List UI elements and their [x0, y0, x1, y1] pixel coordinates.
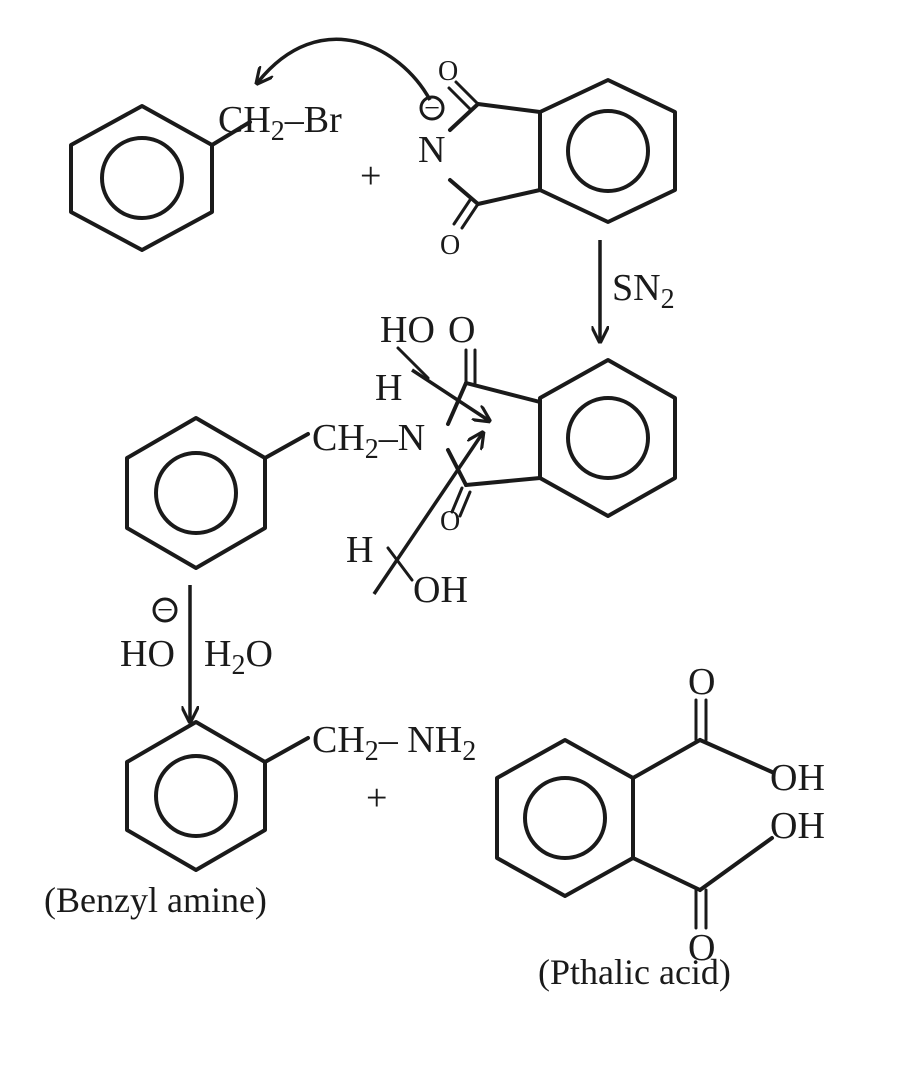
ch2n-label: CH2–N — [312, 417, 425, 465]
benzene-ring-5 — [125, 720, 267, 872]
phthalic-acid: O OH OH O (Pthalic acid) — [495, 661, 825, 992]
plus-sign-2: + — [366, 777, 387, 819]
hydroxide-charge-sign: − — [157, 595, 173, 626]
bond-n-c3 — [446, 381, 468, 426]
ch2nh2-label: CH2– NH2 — [312, 719, 476, 767]
bond-c3-ring — [464, 381, 542, 404]
hydroxide-charge-circle — [152, 597, 178, 623]
bond-n-c4 — [446, 448, 468, 487]
bond-c1-ring — [476, 102, 542, 114]
benzene-ring-1 — [69, 104, 214, 252]
bond-h-o-top — [396, 346, 430, 380]
ho-top-label: HO — [380, 309, 435, 351]
phthalic-acid-label: (Pthalic acid) — [538, 952, 731, 992]
carbonyl-bottom-1 — [460, 202, 480, 230]
bond-ring-cooh-bottom — [631, 856, 702, 892]
h-top-label: H — [375, 367, 402, 409]
carbonyl-bottom-3a — [450, 486, 464, 514]
bond-ring-cooh-top — [631, 738, 702, 780]
bond-c-oh-bottom — [698, 836, 774, 892]
bond-ring-ch2-3 — [263, 432, 310, 460]
ch2br-label: CH2–Br — [218, 99, 342, 147]
attack-arrow-bottom — [372, 434, 482, 595]
bond-n-c2 — [448, 178, 480, 206]
bond-n-c1 — [448, 102, 480, 132]
phthalimide-anion: N − O O — [418, 56, 677, 261]
negative-charge-sign: − — [424, 93, 440, 124]
oxygen-bottom-1: O — [440, 230, 460, 261]
aromatic-circle-4 — [566, 396, 650, 480]
bond-ring-ch2-1 — [210, 120, 252, 147]
aromatic-circle-3 — [154, 451, 238, 535]
benzene-ring-2 — [538, 78, 677, 224]
acid-o-bottom: O — [688, 927, 715, 969]
negative-charge-circle — [419, 95, 445, 121]
sn2-label: SN2 — [612, 267, 675, 315]
carbonyl-top-1 — [454, 80, 480, 106]
bond-ring-ch2-5 — [263, 736, 310, 764]
benzyl-bromide: CH2–Br — [69, 99, 342, 252]
bond-h-o-bottom — [386, 546, 414, 582]
bond-c-oh-top — [698, 738, 774, 774]
benzene-ring-6 — [495, 738, 635, 898]
water-attack-bottom: H OH O — [346, 434, 482, 611]
oh-bottom-label: OH — [413, 569, 468, 611]
nitrogen-label: N — [418, 129, 445, 171]
o-bottom-label: O — [440, 506, 460, 537]
acid-oh-2: OH — [770, 805, 825, 847]
carbonyl-top-2 — [447, 86, 473, 112]
acid-oh-1: OH — [770, 757, 825, 799]
aromatic-circle-1 — [100, 136, 184, 220]
attack-arrow-top — [411, 368, 488, 420]
carbonyl-bottom-3b — [458, 490, 472, 518]
benzyl-amine-label: (Benzyl amine) — [44, 880, 267, 920]
bond-c2-ring — [476, 188, 542, 206]
aromatic-circle-5 — [154, 754, 238, 838]
n-benzylphthalimide: CH2–N — [125, 348, 677, 570]
hydroxide-label: HO — [120, 633, 175, 675]
benzene-ring-3 — [125, 416, 267, 570]
plus-sign-1: + — [360, 155, 381, 197]
benzyl-amine: CH2– NH2 (Benzyl amine) — [44, 719, 476, 920]
o-top-label: O — [448, 309, 475, 351]
h-bottom-label: H — [346, 529, 373, 571]
aromatic-circle-2 — [566, 109, 650, 193]
benzene-ring-4 — [538, 358, 677, 518]
water-label: H2O — [204, 633, 273, 681]
carbonyl-bottom-2 — [452, 198, 472, 226]
curved-arrow-attack — [258, 37, 432, 101]
aromatic-circle-6 — [523, 776, 607, 860]
bond-c4-ring — [464, 476, 542, 487]
water-attack-top: HO O H — [375, 309, 488, 420]
oxygen-top-1: O — [438, 56, 458, 87]
acid-o-top: O — [688, 661, 715, 703]
